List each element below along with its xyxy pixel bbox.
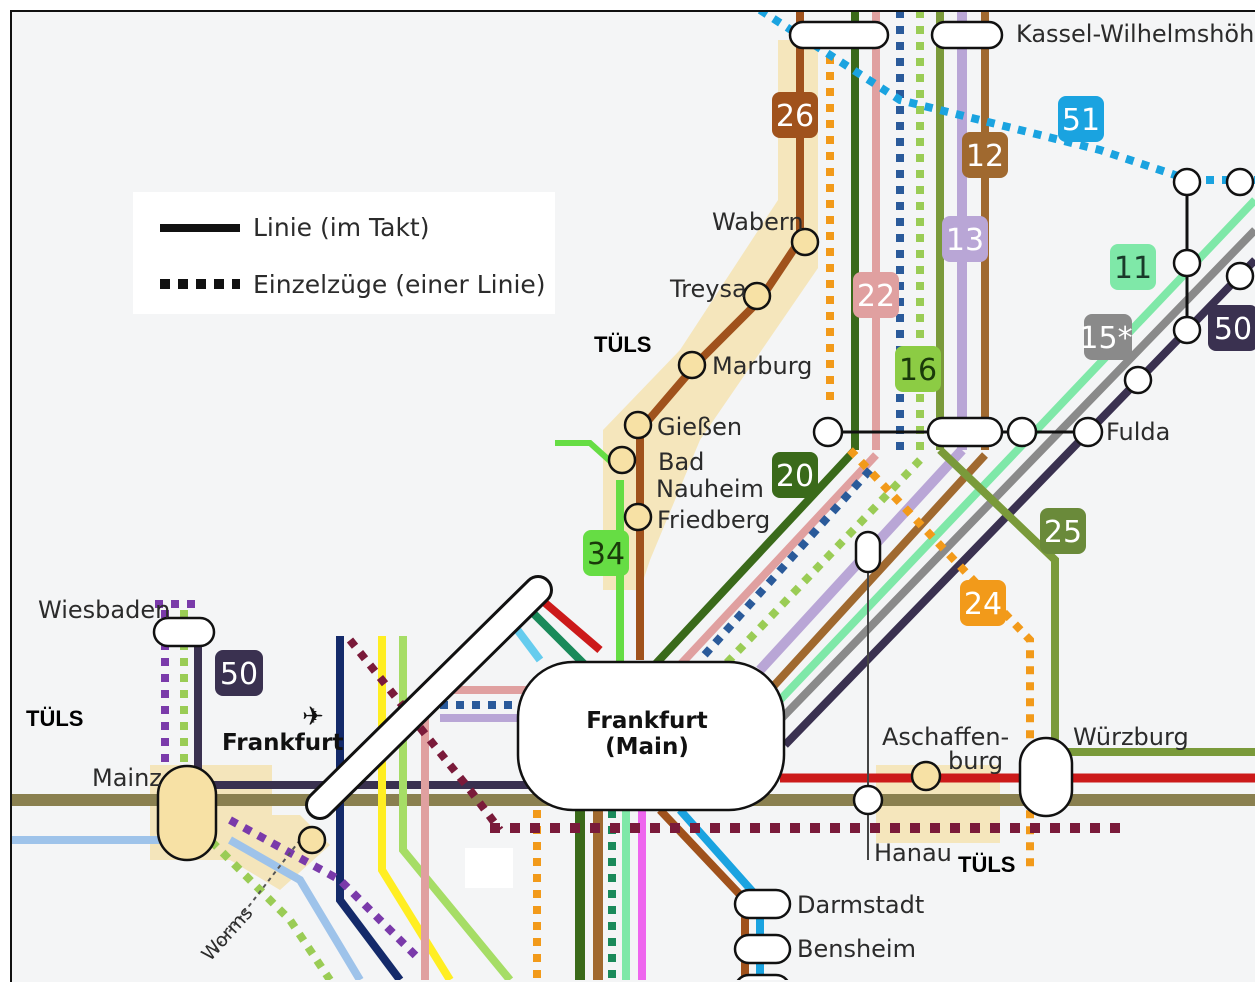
line-badge-20: 20 bbox=[772, 452, 818, 498]
treysa-label: Treysa bbox=[669, 275, 747, 303]
legend-dotted-label: Einzelzüge (einer Linie) bbox=[253, 270, 546, 299]
kassel-station-marker bbox=[788, 20, 890, 50]
station-labels: Kassel-Wilhelmshöhe Wabern Treysa Marbur… bbox=[38, 20, 1255, 965]
svg-text:15*: 15* bbox=[1079, 321, 1132, 356]
svg-text:11: 11 bbox=[1114, 251, 1152, 286]
line-badges: 26 12 51 13 22 11 15* 50 16 20 25 34 24 … bbox=[215, 92, 1255, 696]
line-badge-11: 11 bbox=[1110, 244, 1156, 290]
frankfurt-main-station-marker bbox=[516, 660, 786, 812]
svg-text:13: 13 bbox=[946, 223, 984, 258]
line-badge-51: 51 bbox=[1058, 96, 1104, 142]
svg-text:26: 26 bbox=[776, 99, 814, 134]
wabern-label: Wabern bbox=[712, 208, 804, 236]
marburg-label: Marburg bbox=[712, 352, 812, 380]
hanau-station-marker bbox=[852, 784, 884, 816]
fulda-station-marker bbox=[1072, 416, 1104, 448]
aschaffenburg-label-2: burg bbox=[948, 747, 1003, 775]
svg-text:20: 20 bbox=[776, 459, 814, 494]
wuerzburg-station-marker bbox=[1018, 736, 1074, 818]
svg-text:34: 34 bbox=[587, 537, 625, 572]
svg-text:12: 12 bbox=[966, 139, 1004, 174]
aschaffenburg-station-marker bbox=[910, 760, 942, 792]
line-badge-50-west: 50 bbox=[215, 650, 263, 696]
wiesbaden-station-marker bbox=[152, 616, 216, 648]
line-badge-25: 25 bbox=[1040, 508, 1086, 554]
airplane-icon: ✈ bbox=[302, 702, 324, 732]
kassel-label: Kassel-Wilhelmshöhe bbox=[1016, 20, 1255, 48]
blank-patch bbox=[465, 848, 513, 888]
legend: Linie (im Takt) Einzelzüge (einer Linie) bbox=[133, 192, 555, 314]
station-markers bbox=[152, 20, 1255, 980]
diagonal-lines bbox=[647, 12, 1255, 870]
svg-text:51: 51 bbox=[1062, 103, 1100, 138]
mainz-label: Mainz bbox=[92, 764, 162, 792]
fulda-station-marker-1 bbox=[812, 416, 844, 448]
treysa-station-marker bbox=[742, 281, 772, 311]
svg-text:50: 50 bbox=[1214, 312, 1252, 347]
line-badge-16: 16 bbox=[895, 346, 941, 392]
kassel-station-marker-2 bbox=[930, 20, 1004, 50]
bensheim-station-marker bbox=[733, 933, 792, 965]
svg-text:50: 50 bbox=[220, 657, 258, 692]
worms-label: Worms bbox=[197, 902, 257, 965]
airport-connector-fill bbox=[308, 578, 550, 817]
line-badge-22: 22 bbox=[853, 272, 899, 318]
legend-solid-label: Linie (im Takt) bbox=[253, 213, 429, 242]
tuls-label-north: TÜLS bbox=[594, 332, 651, 357]
aschaffenburg-label-1: Aschaffen- bbox=[882, 723, 1009, 751]
line-badge-34: 34 bbox=[583, 530, 629, 576]
svg-text:25: 25 bbox=[1044, 515, 1082, 550]
darmstadt-station-marker bbox=[733, 888, 792, 920]
tuls-label-west: TÜLS bbox=[26, 706, 83, 731]
hanau-branch-marker bbox=[854, 530, 882, 574]
fulda-hub-marker bbox=[926, 416, 1004, 448]
tuls-label-east: TÜLS bbox=[958, 852, 1015, 877]
bad-nauheim-station-marker bbox=[607, 445, 637, 475]
frankfurt-main-label-1: Frankfurt bbox=[586, 708, 708, 734]
giessen-label: Gießen bbox=[657, 413, 742, 441]
svg-text:22: 22 bbox=[857, 279, 895, 314]
hanau-label: Hanau bbox=[874, 839, 952, 867]
line-badge-13: 13 bbox=[942, 216, 988, 262]
marburg-station-marker bbox=[677, 350, 707, 380]
line-badge-12: 12 bbox=[962, 132, 1008, 178]
friedberg-station-marker bbox=[623, 502, 653, 532]
frankfurt-main-label-2: (Main) bbox=[605, 734, 689, 760]
fulda-label: Fulda bbox=[1106, 418, 1170, 446]
darmstadt-label: Darmstadt bbox=[797, 891, 924, 919]
svg-text:16: 16 bbox=[899, 353, 937, 388]
svg-text:24: 24 bbox=[964, 587, 1002, 622]
frankfurt-airport-label: Frankfurt bbox=[222, 730, 344, 756]
giessen-station-marker bbox=[623, 410, 653, 440]
fulda-station-marker-2 bbox=[1006, 416, 1038, 448]
line-badge-50-east: 50 bbox=[1208, 305, 1255, 351]
bad-nauheim-label-1: Bad bbox=[658, 448, 704, 476]
bensheim-label: Bensheim bbox=[797, 935, 916, 963]
bad-nauheim-label-2: Nauheim bbox=[656, 475, 764, 503]
legend-box bbox=[133, 192, 555, 314]
wuerzburg-label: Würzburg bbox=[1073, 723, 1189, 751]
worms-station-marker bbox=[297, 825, 327, 855]
mainz-station-marker bbox=[156, 764, 218, 862]
wiesbaden-label: Wiesbaden bbox=[38, 596, 170, 624]
friedberg-label: Friedberg bbox=[657, 506, 770, 534]
line-badge-24: 24 bbox=[960, 580, 1006, 626]
wabern-station-marker bbox=[790, 227, 820, 257]
line-badge-26: 26 bbox=[772, 92, 818, 138]
tuls-annotations: TÜLS TÜLS TÜLS bbox=[26, 332, 1015, 877]
highlighted-station-markers bbox=[156, 227, 942, 862]
blank-patch-2 bbox=[228, 598, 408, 636]
line-badge-15: 15* bbox=[1079, 314, 1133, 360]
